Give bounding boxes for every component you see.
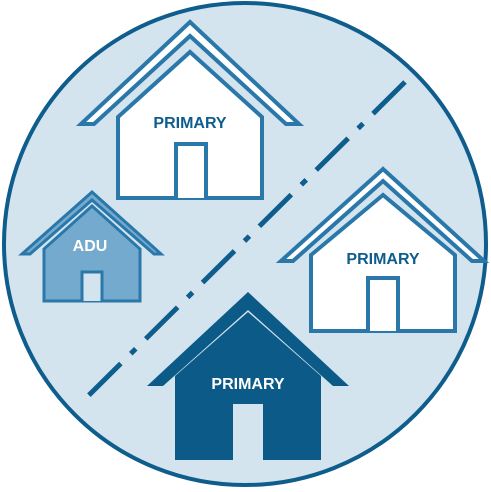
primary-house-top-roof [75,19,305,126]
primary-house-bottom: PRIMARY [147,292,349,460]
primary-house-bottom-body [175,312,321,460]
primary-house-bottom-label: PRIMARY [211,376,285,393]
primary-house-right-body [309,192,457,333]
adu-house: ADU [18,189,165,303]
primary-house-right-roof [275,166,490,263]
primary-house-right: PRIMARY [275,166,490,333]
primary-house-top: PRIMARY [75,19,305,200]
adu-house-door [80,270,104,301]
primary-house-bottom-roof [147,292,349,386]
primary-house-top-body [116,49,264,200]
primary-house-bottom-door [233,404,263,460]
adu-house-roof [18,189,165,256]
primary-house-top-door [174,142,208,198]
primary-house-top-label: PRIMARY [153,115,227,132]
adu-house-label: ADU [73,238,108,255]
primary-house-right-label: PRIMARY [346,251,420,268]
adu-house-body [42,203,142,303]
primary-house-right-door [366,276,400,331]
